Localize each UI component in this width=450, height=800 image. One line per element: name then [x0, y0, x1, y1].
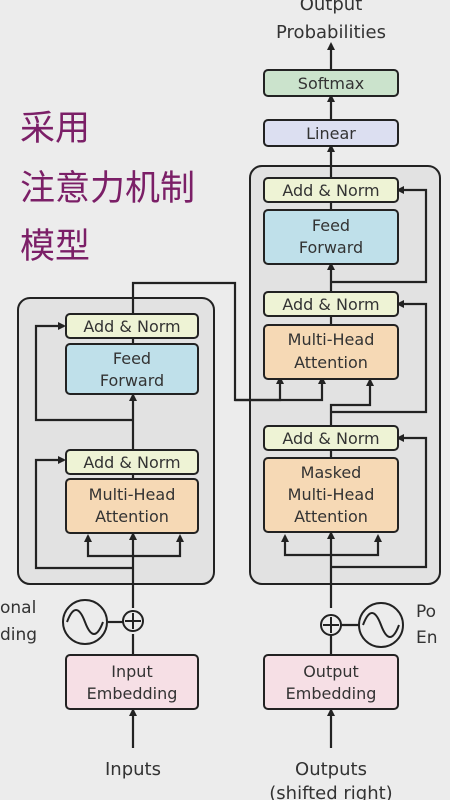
sine-wave-icon: [62, 599, 108, 645]
encoder-ff-label-1: Feed: [113, 349, 151, 368]
encoder-input-embedding: Input Embedding: [65, 654, 199, 710]
decoder-feed-forward: Feed Forward: [263, 209, 399, 265]
input-embedding-label-2: Embedding: [87, 684, 178, 703]
encoder-positional-label-2: ding: [0, 625, 37, 645]
encoder-attention-label-2: Attention: [95, 507, 169, 526]
encoder-multi-head-attention: Multi-Head Attention: [65, 478, 199, 534]
decoder-add-norm-2-label: Add & Norm: [282, 295, 379, 314]
decoder-add-norm-1-label: Add & Norm: [282, 429, 379, 448]
decoder-positional-label-2: En: [416, 628, 438, 648]
encoder-feed-forward: Feed Forward: [65, 343, 199, 395]
decoder-cross-attention-label-2: Attention: [294, 353, 368, 372]
encoder-positional-label-1: onal: [0, 598, 36, 618]
encoder-add-norm-top-label: Add & Norm: [83, 317, 180, 336]
encoder-attention-label-1: Multi-Head: [89, 485, 176, 504]
decoder-masked-attention: Masked Multi-Head Attention: [263, 457, 399, 533]
encoder-add-norm-bottom-label: Add & Norm: [83, 453, 180, 472]
encoder-add-norm-top: Add & Norm: [65, 313, 199, 339]
chinese-title: 采用 注意力机制 模型: [20, 109, 195, 267]
linear-box: Linear: [263, 119, 399, 147]
decoder-add-norm-1: Add & Norm: [263, 425, 399, 451]
decoder-output-embedding: Output Embedding: [263, 654, 399, 710]
output-embedding-label-1: Output: [303, 662, 359, 681]
masked-attention-label-1: Masked: [301, 463, 362, 482]
outputs-label-2: (shifted right): [269, 783, 392, 800]
encoder-ff-label-2: Forward: [100, 371, 164, 390]
outputs-label-1: Outputs: [295, 759, 367, 780]
title-line-2: 注意力机制: [20, 169, 195, 209]
masked-attention-label-2: Multi-Head: [288, 485, 375, 504]
input-embedding-label-1: Input: [111, 662, 152, 681]
output-probabilities-label-2: Probabilities: [276, 22, 386, 43]
decoder-ff-label-2: Forward: [299, 238, 363, 257]
output-probabilities-label-1: Output: [300, 0, 363, 15]
decoder-add-norm-3: Add & Norm: [263, 177, 399, 203]
sine-wave-icon: [358, 602, 404, 648]
title-line-1: 采用: [20, 109, 90, 149]
title-line-3: 模型: [20, 227, 90, 267]
masked-attention-label-3: Attention: [294, 507, 368, 526]
inputs-label: Inputs: [105, 759, 161, 780]
encoder-add-norm-bottom: Add & Norm: [65, 449, 199, 475]
output-embedding-label-2: Embedding: [286, 684, 377, 703]
decoder-cross-attention: Multi-Head Attention: [263, 324, 399, 380]
softmax-box: Softmax: [263, 69, 399, 97]
decoder-add-norm-2: Add & Norm: [263, 291, 399, 317]
softmax-label: Softmax: [298, 74, 364, 93]
circle-plus-icon: [122, 610, 144, 632]
decoder-ff-label-1: Feed: [312, 216, 350, 235]
decoder-cross-attention-label-1: Multi-Head: [288, 330, 375, 349]
decoder-add-norm-3-label: Add & Norm: [282, 181, 379, 200]
decoder-positional-label-1: Po: [416, 602, 436, 622]
linear-label: Linear: [306, 124, 356, 143]
circle-plus-icon: [320, 614, 342, 636]
decoder-connectors: [281, 42, 428, 748]
encoder-stack: [17, 297, 215, 585]
